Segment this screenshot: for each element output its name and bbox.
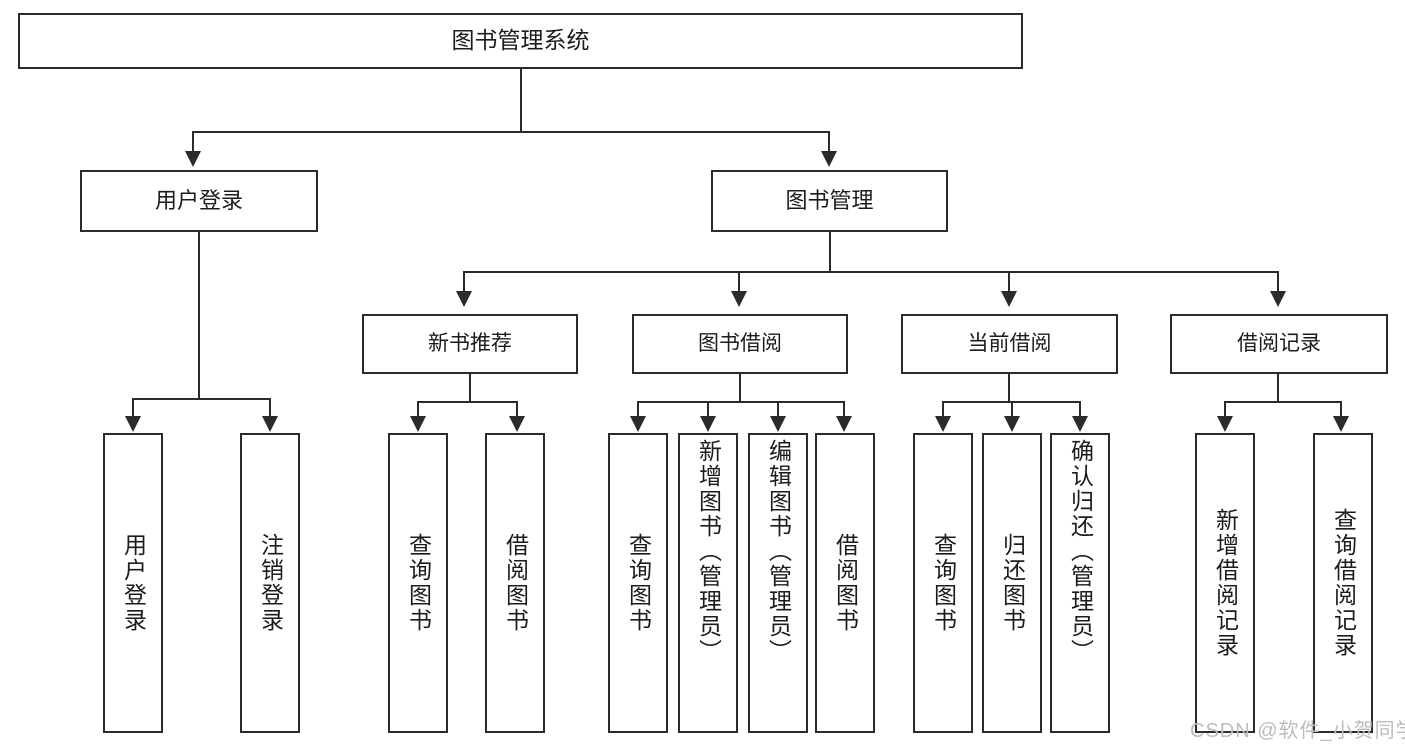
- connector-bb-drop-3: [777, 401, 779, 418]
- arrow-to-book-manage: [821, 151, 837, 167]
- connector-nbr-drop-2: [516, 401, 518, 418]
- connector-user-login-stem: [198, 232, 200, 399]
- node-label: 图书管理: [785, 188, 874, 214]
- leaf-label: 查询图书: [930, 533, 957, 633]
- arrow-leaf-return-book: [1004, 416, 1020, 432]
- connector-book-borrow-bar: [637, 401, 845, 403]
- arrow-leaf-query-book-1: [410, 416, 426, 432]
- connector-borrow-record-bar: [1224, 401, 1342, 403]
- leaf-edit-book-admin[interactable]: 编辑图书（管理员）: [748, 433, 808, 733]
- connector-user-login-drop-2: [269, 398, 271, 418]
- connector-to-user-login: [192, 131, 194, 153]
- connector-book-borrow-stem: [739, 374, 741, 402]
- node-label: 图书管理系统: [451, 27, 590, 54]
- node-new-book-recommend[interactable]: 新书推荐: [362, 314, 578, 374]
- connector-root-stem: [520, 69, 522, 132]
- leaf-label: 查询图书: [405, 533, 432, 633]
- connector-book-manage-drop-2: [738, 271, 740, 293]
- leaf-add-borrow-record[interactable]: 新增借阅记录: [1195, 433, 1255, 733]
- connector-to-book-manage: [828, 131, 830, 153]
- node-root-book-management-system[interactable]: 图书管理系统: [18, 13, 1023, 69]
- connector-book-manage-bar: [463, 271, 1279, 273]
- leaf-label: 编辑图书（管理员）: [765, 439, 792, 664]
- node-user-login[interactable]: 用户登录: [80, 170, 318, 232]
- connector-root-bar: [192, 131, 830, 133]
- arrow-to-new-book-rec: [456, 291, 472, 307]
- arrow-to-current-borrow: [1001, 291, 1017, 307]
- arrow-leaf-user-login: [125, 416, 141, 432]
- leaf-label: 借阅图书: [502, 533, 529, 633]
- connector-nbr-drop-1: [417, 401, 419, 418]
- connector-cb-drop-1: [942, 401, 944, 418]
- leaf-return-book[interactable]: 归还图书: [982, 433, 1042, 733]
- connector-book-manage-drop-3: [1008, 271, 1010, 293]
- connector-current-borrow-stem: [1008, 374, 1010, 402]
- arrow-leaf-query-book-3: [935, 416, 951, 432]
- leaf-query-book-1[interactable]: 查询图书: [388, 433, 448, 733]
- leaf-label: 查询图书: [625, 533, 652, 633]
- leaf-borrow-book-2[interactable]: 借阅图书: [815, 433, 875, 733]
- arrow-leaf-borrow-book-1: [509, 416, 525, 432]
- arrow-leaf-add-book-admin: [700, 416, 716, 432]
- connector-borrow-record-stem: [1277, 374, 1279, 402]
- arrow-to-user-login: [185, 151, 201, 167]
- arrow-leaf-borrow-book-2: [836, 416, 852, 432]
- node-label: 图书借阅: [698, 331, 782, 355]
- connector-new-book-rec-bar: [417, 401, 518, 403]
- connector-book-manage-stem: [829, 232, 831, 272]
- node-label: 用户登录: [154, 188, 243, 214]
- leaf-label: 归还图书: [999, 533, 1026, 633]
- connector-cb-drop-3: [1079, 401, 1081, 418]
- leaf-label: 查询借阅记录: [1330, 508, 1357, 658]
- leaf-add-book-admin[interactable]: 新增图书（管理员）: [678, 433, 738, 733]
- leaf-query-borrow-record[interactable]: 查询借阅记录: [1313, 433, 1373, 733]
- connector-user-login-drop-1: [132, 398, 134, 418]
- connector-book-manage-drop-1: [463, 271, 465, 293]
- leaf-user-login[interactable]: 用户登录: [103, 433, 163, 733]
- arrow-to-book-borrow: [731, 291, 747, 307]
- leaf-label: 确认归还（管理员）: [1067, 439, 1094, 664]
- node-label: 新书推荐: [428, 331, 512, 355]
- arrow-leaf-confirm-return-admin: [1072, 416, 1088, 432]
- leaf-label: 借阅图书: [832, 533, 859, 633]
- connector-user-login-bar: [132, 398, 270, 400]
- connector-br-drop-2: [1340, 401, 1342, 418]
- node-borrow-record[interactable]: 借阅记录: [1170, 314, 1388, 374]
- leaf-label: 新增借阅记录: [1212, 508, 1239, 658]
- node-label: 借阅记录: [1237, 331, 1321, 355]
- connector-bb-drop-1: [637, 401, 639, 418]
- connector-br-drop-1: [1224, 401, 1226, 418]
- leaf-query-book-2[interactable]: 查询图书: [608, 433, 668, 733]
- arrow-leaf-query-book-2: [630, 416, 646, 432]
- arrow-leaf-query-record: [1333, 416, 1349, 432]
- csdn-watermark: CSDN @软件_小贺同学: [1190, 720, 1405, 742]
- connector-bb-drop-2: [707, 401, 709, 418]
- arrow-leaf-logout: [262, 416, 278, 432]
- node-current-borrow[interactable]: 当前借阅: [901, 314, 1118, 374]
- leaf-query-book-3[interactable]: 查询图书: [913, 433, 973, 733]
- node-book-borrow[interactable]: 图书借阅: [632, 314, 848, 374]
- leaf-label: 新增图书（管理员）: [695, 439, 722, 664]
- connector-cb-drop-2: [1011, 401, 1013, 418]
- arrow-leaf-add-record: [1217, 416, 1233, 432]
- connector-new-book-rec-stem: [469, 374, 471, 402]
- connector-book-manage-drop-4: [1277, 271, 1279, 293]
- connector-bb-drop-4: [843, 401, 845, 418]
- leaf-borrow-book-1[interactable]: 借阅图书: [485, 433, 545, 733]
- leaf-label: 用户登录: [120, 533, 147, 633]
- node-book-management[interactable]: 图书管理: [711, 170, 948, 232]
- arrow-to-borrow-record: [1270, 291, 1286, 307]
- node-label: 当前借阅: [967, 331, 1052, 355]
- leaf-logout[interactable]: 注销登录: [240, 433, 300, 733]
- arrow-leaf-edit-book-admin: [770, 416, 786, 432]
- leaf-label: 注销登录: [257, 533, 284, 633]
- leaf-confirm-return-admin[interactable]: 确认归还（管理员）: [1050, 433, 1110, 733]
